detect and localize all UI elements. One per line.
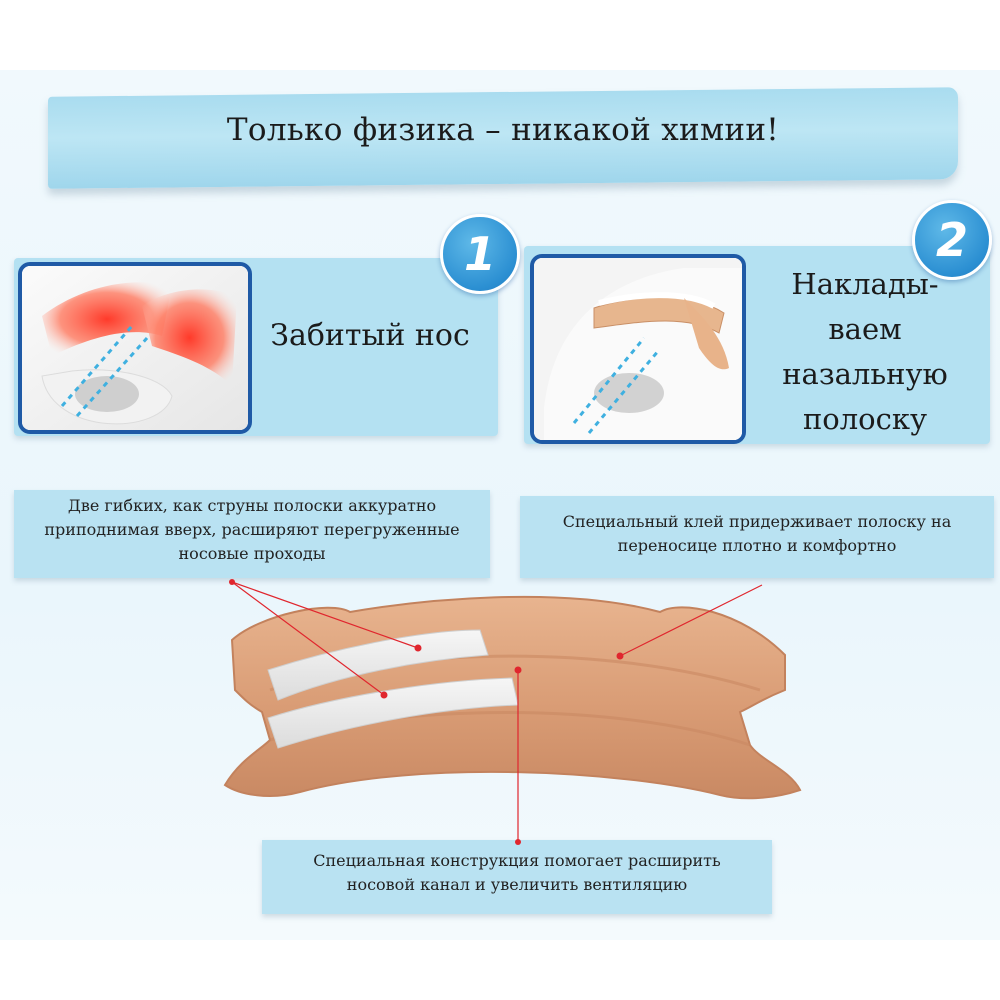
step-2-badge: 2 [912, 200, 992, 280]
nasal-strip-application-illustration [530, 254, 746, 444]
callout-construction: Специальная конструкция помогает расшири… [262, 840, 772, 914]
congested-nose-icon [22, 266, 248, 430]
congested-nose-illustration [18, 262, 252, 434]
step-1-label: Забитый нос [270, 318, 470, 353]
step-1-badge: 1 [440, 214, 520, 294]
page-title: Только физика – никакой химии! [226, 112, 780, 148]
strip-application-icon [534, 258, 742, 440]
callout-adhesive: Специальный клей придерживает полоску на… [520, 496, 994, 578]
step-2-label: Наклады- ваем назальную полоску [782, 267, 948, 436]
callout-flexible-strips: Две гибких, как струны полоски аккуратно… [14, 490, 490, 578]
